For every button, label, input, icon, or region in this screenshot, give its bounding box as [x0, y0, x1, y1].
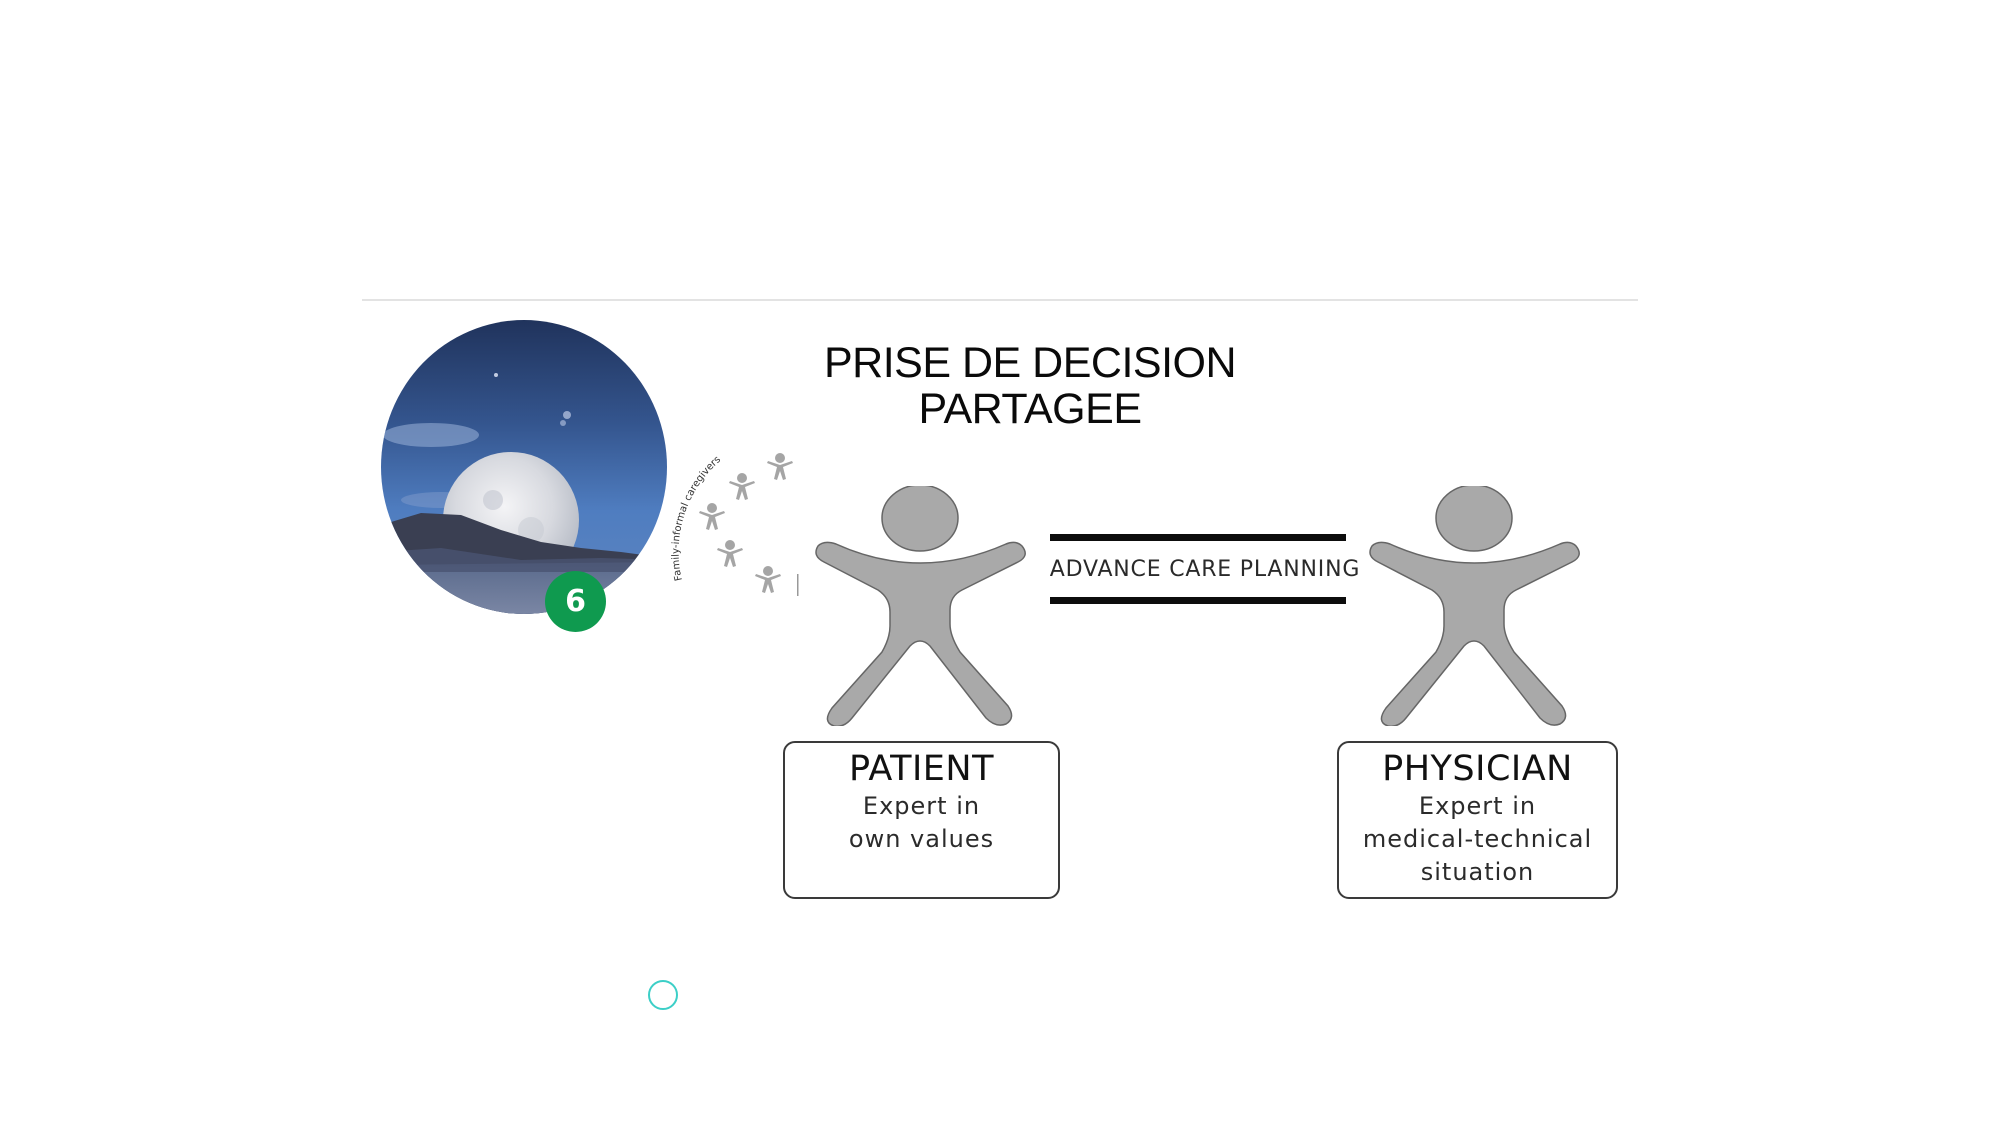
physician-desc-line-1: Expert in: [1418, 792, 1537, 820]
physician-desc-line-2: medical-technical: [1362, 825, 1593, 853]
patient-desc-line-2: own values: [848, 825, 995, 853]
acp-line-top: [1050, 534, 1346, 541]
caregiver-figure-icon: [767, 453, 793, 480]
advance-care-planning-label: ADVANCE CARE PLANNING: [1049, 557, 1361, 582]
physician-desc-line-3: situation: [1420, 858, 1535, 886]
physician-title: PHYSICIAN: [1382, 749, 1573, 789]
caregiver-figure-icon: [755, 566, 781, 593]
physician-figure-icon: [1369, 486, 1580, 726]
patient-desc-line-1: Expert in: [862, 792, 981, 820]
moon-photo: [381, 320, 667, 614]
patient-box: PATIENT Expert in own values: [783, 741, 1060, 899]
caregiver-figure-icon: [717, 540, 743, 567]
moon-landscape-image: [381, 320, 667, 614]
acp-line-bottom: [1050, 597, 1346, 604]
cursor-ring-icon: [648, 980, 678, 1010]
physician-box: PHYSICIAN Expert in medical-technical si…: [1337, 741, 1618, 899]
caregiver-figure-icon: [729, 473, 755, 500]
patient-title: PATIENT: [849, 749, 994, 789]
caregiver-figure-icon: [699, 503, 725, 530]
slide-number-badge: 6: [545, 571, 606, 632]
patient-figure-icon: [815, 486, 1026, 726]
caregivers-group: Family-informal caregivers: [671, 453, 799, 596]
title-line-2: PARTAGEE: [918, 385, 1142, 433]
slide-divider: [362, 299, 1638, 301]
title-line-1: PRISE DE DECISION: [823, 339, 1237, 387]
slide-title: PRISE DE DECISION PARTAGEE: [780, 340, 1280, 432]
slide-number: 6: [565, 584, 586, 619]
